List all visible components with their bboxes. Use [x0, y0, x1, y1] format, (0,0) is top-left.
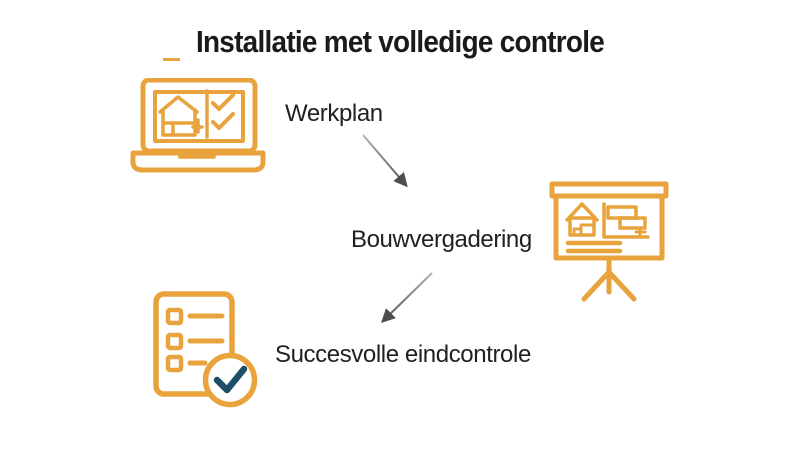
arrow-down-right-icon — [362, 134, 408, 188]
step-label-bouwvergadering: Bouwvergadering — [351, 226, 532, 253]
step-label-werkplan: Werkplan — [285, 100, 383, 127]
laptop-blueprint-checks-icon — [130, 78, 266, 173]
checklist-approved-icon — [153, 291, 258, 408]
page-title: Installatie met volledige controle — [195, 24, 605, 59]
presentation-easel-icon — [549, 181, 669, 302]
step-label-succesvolle-eindcontrole: Succesvolle eindcontrole — [275, 341, 531, 368]
arrow-down-left-icon — [380, 272, 433, 323]
title-accent-underline — [163, 58, 180, 61]
